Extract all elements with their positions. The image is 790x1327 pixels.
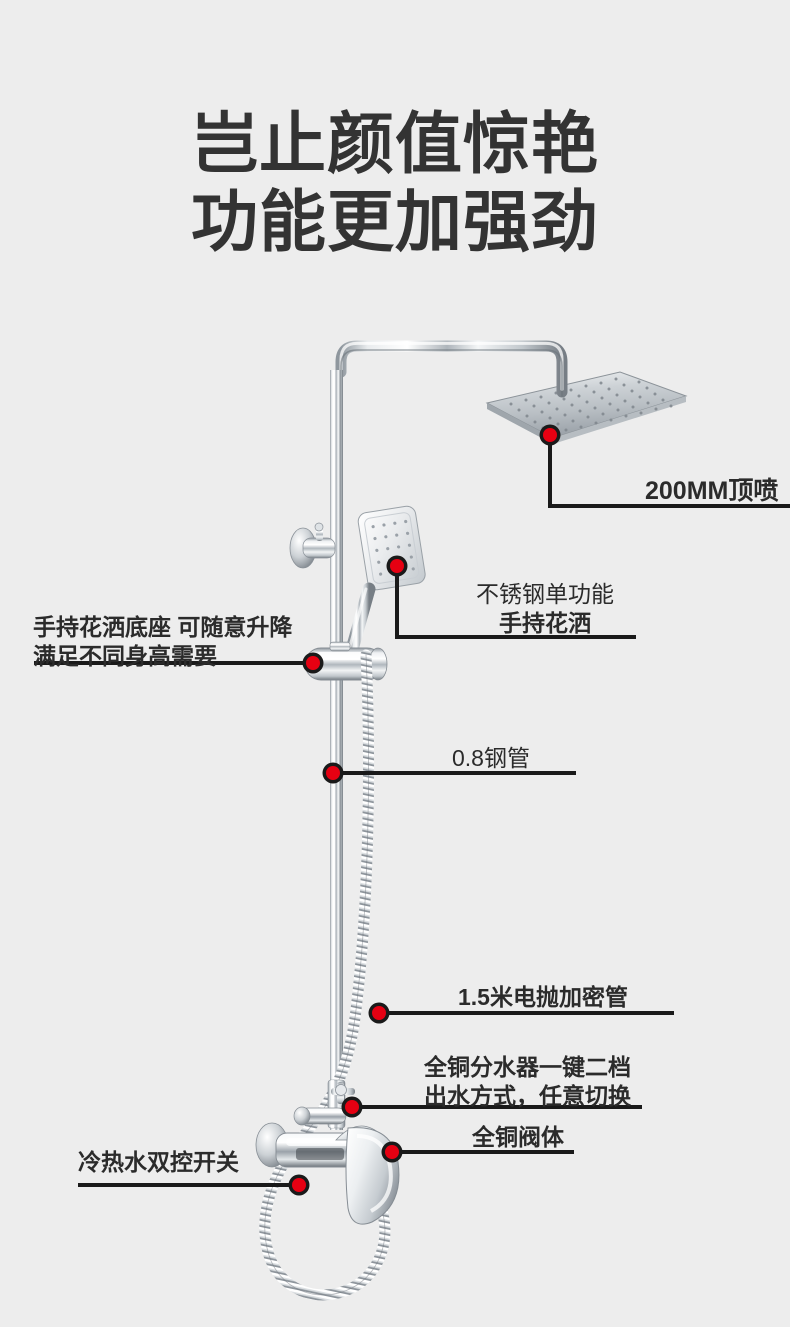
callout-valve-body-line-1: 全铜阀体 xyxy=(472,1124,564,1150)
callout-label-dual-switch: 冷热水双控开关 xyxy=(78,1148,239,1176)
callout-label-valve-body: 全铜阀体 xyxy=(472,1123,564,1151)
shower-arm xyxy=(335,340,568,398)
wall-elbow xyxy=(289,522,336,569)
callout-diverter-line-1: 全铜分水器一键二档 xyxy=(424,1054,631,1080)
callout-label-steel-pipe: 0.8钢管 xyxy=(452,744,530,772)
callout-slider-bracket-line-1: 手持花洒底座 可随意升降 xyxy=(33,614,293,640)
page-title: 岂止颜值惊艳 功能更加强劲 xyxy=(0,106,790,262)
callout-slider-bracket-line-2: 满足不同身高需要 xyxy=(33,643,217,669)
headline-line-1: 岂止颜值惊艳 xyxy=(191,107,599,182)
callout-hand-shower-line-1: 不锈钢单功能 xyxy=(476,581,614,607)
callout-top-spray-line-1: 200MM顶喷 xyxy=(645,477,779,505)
callout-label-hand-shower: 不锈钢单功能 手持花洒 xyxy=(476,580,614,638)
callout-label-diverter: 全铜分水器一键二档 出水方式，任意切换 xyxy=(424,1053,631,1111)
callout-steel-pipe-line-1: 0.8钢管 xyxy=(452,745,530,771)
riser-pipe xyxy=(330,370,343,1130)
callout-diverter-line-2: 出水方式，任意切换 xyxy=(424,1083,631,1109)
callout-label-top-spray: 200MM顶喷 xyxy=(645,476,778,506)
mixer-lever-handle[interactable] xyxy=(345,1127,400,1225)
callout-dual-switch-line-1: 冷热水双控开关 xyxy=(78,1149,239,1175)
callout-label-slider-bracket: 手持花洒底座 可随意升降 满足不同身高需要 xyxy=(33,613,292,671)
headline-line-2: 功能更加强劲 xyxy=(191,185,599,260)
hand-shower xyxy=(344,505,426,660)
slider-bracket xyxy=(304,641,388,681)
callout-hose-line-1: 1.5米电抛加密管 xyxy=(458,984,628,1010)
overhead-shower-head xyxy=(485,371,688,444)
callout-label-hose: 1.5米电抛加密管 xyxy=(458,983,628,1011)
callout-hand-shower-line-2: 手持花洒 xyxy=(499,610,591,636)
